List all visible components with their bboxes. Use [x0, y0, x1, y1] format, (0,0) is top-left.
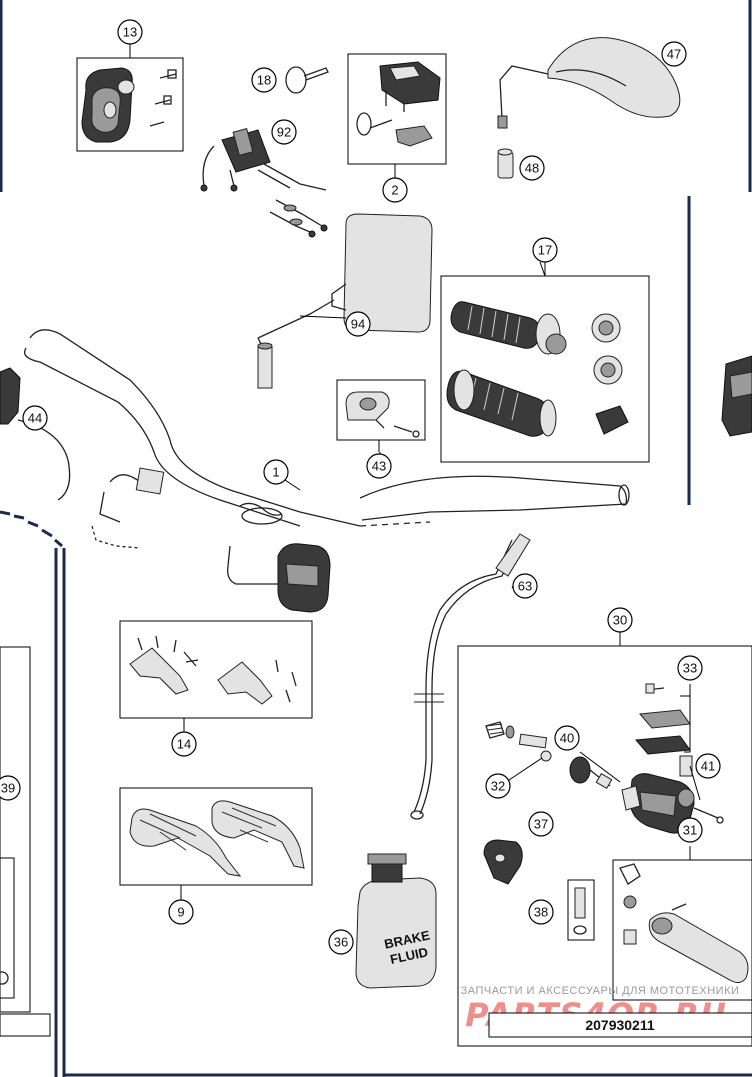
- part-37-item: [483, 839, 523, 885]
- callout-17: 17: [532, 237, 558, 263]
- right-edge-switch: [721, 355, 752, 437]
- callout-2: 2: [382, 177, 408, 203]
- svg-text:2: 2: [391, 183, 398, 198]
- svg-text:47: 47: [667, 47, 681, 62]
- part-31-group: [612, 846, 752, 1001]
- callout-18: 18: [251, 67, 277, 93]
- part-2-group: [347, 53, 447, 182]
- svg-text:94: 94: [351, 317, 365, 332]
- part-63-brake-hose: [410, 533, 531, 820]
- part-94-mirror: [257, 213, 433, 389]
- svg-text:37: 37: [534, 817, 548, 832]
- part-17-group: [440, 262, 650, 463]
- callout-31: 31: [677, 817, 703, 843]
- callouts: 13 18 92 2 47 48 94 17 44 43 1 63 30 14 …: [0, 19, 721, 955]
- part-18-cable-tie: [285, 66, 329, 94]
- part-40-items: [569, 756, 613, 790]
- svg-text:92: 92: [277, 125, 291, 140]
- part-9-group: [119, 787, 313, 902]
- svg-text:48: 48: [525, 161, 539, 176]
- master-cylinder-body: [621, 755, 724, 834]
- callout-63: 63: [512, 573, 538, 599]
- part-13-group: [76, 44, 184, 152]
- svg-text:33: 33: [683, 661, 697, 676]
- svg-text:39: 39: [1, 781, 15, 796]
- callout-13: 13: [117, 19, 143, 45]
- part-32-items: [485, 721, 552, 762]
- part-30-group: [457, 632, 752, 1047]
- switch-harness: [91, 467, 331, 613]
- svg-text:41: 41: [701, 759, 715, 774]
- svg-text:18: 18: [257, 73, 271, 88]
- svg-text:32: 32: [491, 779, 505, 794]
- callout-48: 48: [519, 155, 545, 181]
- part-33-items: [634, 683, 691, 755]
- callout-30: 30: [607, 607, 633, 633]
- callout-44: 44: [22, 405, 48, 431]
- svg-text:40: 40: [560, 731, 574, 746]
- part-14-group: [119, 620, 313, 732]
- svg-text:1: 1: [272, 465, 279, 480]
- callout-32: 32: [485, 773, 511, 799]
- callout-36: 36: [328, 929, 354, 955]
- callout-9: 9: [168, 899, 194, 925]
- part-92-throttle-assembly: [200, 127, 328, 238]
- part-43-group: [336, 379, 426, 452]
- drawing-number-box: 207930211: [488, 1012, 752, 1038]
- callout-40: 40: [554, 725, 580, 751]
- svg-text:36: 36: [334, 935, 348, 950]
- part-48-nut: [497, 148, 514, 179]
- svg-text:9: 9: [177, 905, 184, 920]
- svg-text:44: 44: [28, 411, 42, 426]
- part-36-brake-fluid: BRAKE FLUID: [355, 853, 437, 989]
- part-47-mirror: [497, 37, 681, 129]
- callout-38: 38: [528, 899, 554, 925]
- callout-14: 14: [171, 731, 197, 757]
- svg-text:17: 17: [538, 243, 552, 258]
- watermark-caption: ЗАПЧАСТИ И АКСЕССУАРЫ ДЛЯ МОТОТЕХНИКИ: [461, 985, 740, 997]
- leader-lines: [275, 261, 701, 801]
- svg-text:38: 38: [534, 905, 548, 920]
- callout-92: 92: [271, 119, 297, 145]
- callout-47: 47: [661, 41, 687, 67]
- svg-text:43: 43: [372, 459, 386, 474]
- callout-33: 33: [677, 655, 703, 681]
- part-44-switch: [0, 367, 71, 501]
- svg-text:13: 13: [123, 25, 137, 40]
- callout-1: 1: [263, 459, 289, 485]
- drawing-number: 207930211: [585, 1017, 655, 1033]
- callout-37: 37: [528, 811, 554, 837]
- callout-43: 43: [366, 453, 392, 479]
- svg-text:30: 30: [613, 613, 627, 628]
- part-1-handlebar: [23, 329, 630, 527]
- svg-text:63: 63: [518, 579, 532, 594]
- part-38-group: [567, 879, 595, 941]
- svg-text:31: 31: [683, 823, 697, 838]
- callout-41: 41: [695, 753, 721, 779]
- svg-text:14: 14: [177, 737, 191, 752]
- callout-39: 39: [0, 775, 21, 801]
- callout-94: 94: [345, 311, 371, 337]
